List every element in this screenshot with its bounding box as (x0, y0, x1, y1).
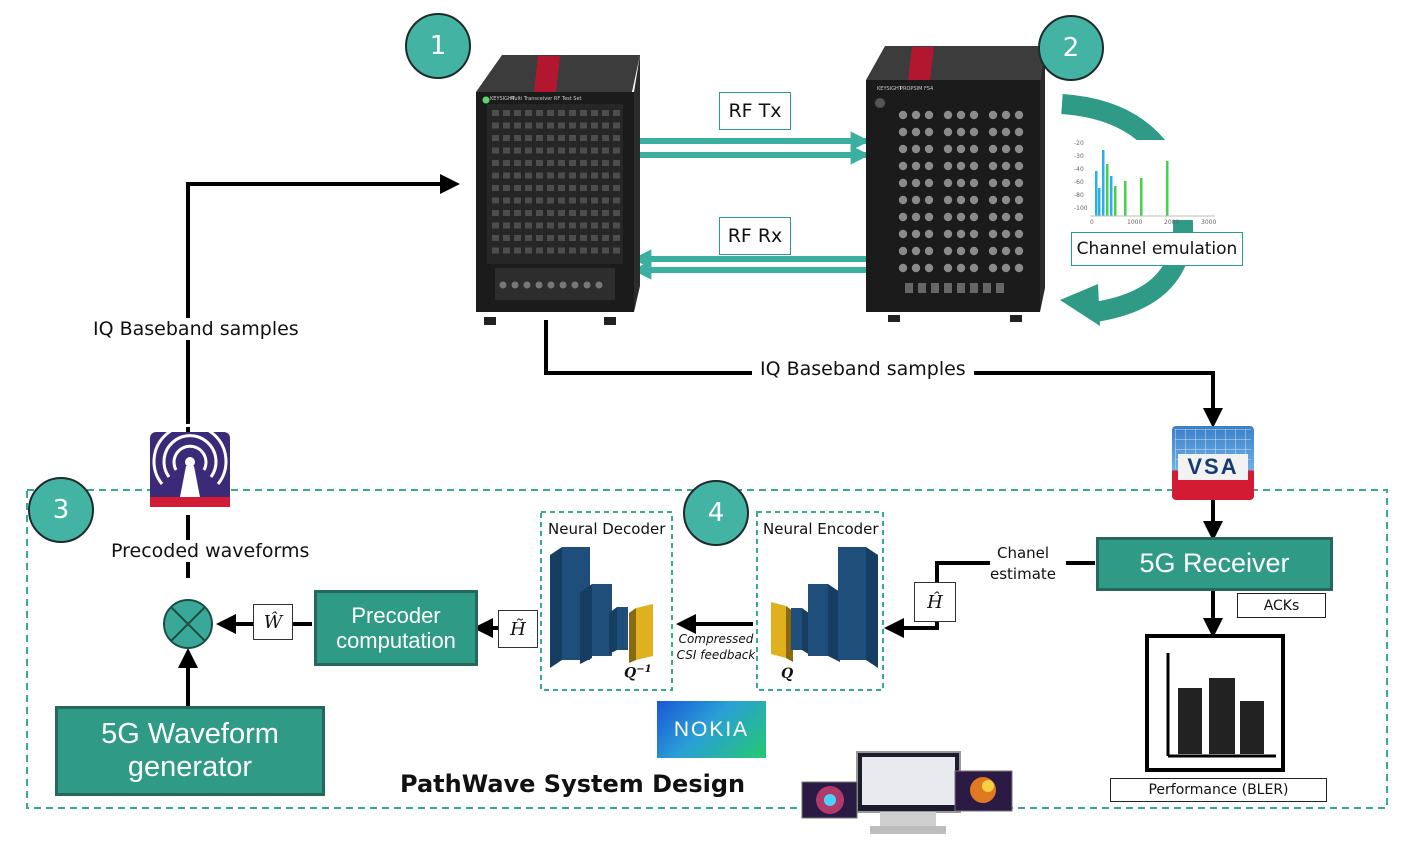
encoder-network-icon (771, 547, 878, 668)
compressed-line2: CSI feedback (676, 647, 756, 662)
iq-left-arrow (186, 174, 460, 432)
encoder-frame (756, 511, 884, 691)
q-label: Q (781, 666, 794, 682)
5g-waveform-generator-block: 5G Waveform generator (55, 706, 325, 796)
compressed-line1: Compressed (678, 632, 754, 646)
nokia-logo: NOKIA (657, 701, 766, 758)
chanel-estimate-line1: Chanel (996, 544, 1050, 562)
mini-chart-y-tick: -20 (1074, 140, 1084, 147)
mini-chart-y-tick: -100 (1074, 205, 1088, 212)
instrument-1-title: Multi Transceiver RF Test Set (510, 96, 582, 102)
precoder-computation-block: Precoder computation (314, 590, 478, 666)
mini-chart-x-tick: 1000 (1127, 219, 1143, 226)
precoder-line2: computation (336, 628, 456, 653)
rf-tx-label: RF Tx (719, 92, 791, 130)
q-inverse-exponent: −1 (636, 664, 652, 675)
iq-baseband-left-label: IQ Baseband samples (93, 318, 299, 340)
chanel-estimate-label: Chanel estimate (990, 543, 1056, 585)
precoded-waveforms-label: Precoded waveforms (111, 540, 310, 562)
emulation-chart-icon (1070, 140, 1220, 220)
emulation-arc-head (1060, 284, 1100, 326)
pathwave-software-icon (801, 751, 1013, 834)
antenna-icon (150, 423, 230, 507)
marker-1: 1 (405, 13, 471, 79)
rf-rx-label: RF Rx (719, 217, 791, 255)
combiner-icon (163, 599, 213, 649)
neural-decoder-label: Neural Decoder (548, 520, 666, 538)
marker-4: 4 (683, 480, 749, 546)
neural-encoder-label: Neural Encoder (763, 520, 879, 538)
mini-chart-y-tick: -80 (1074, 192, 1084, 199)
pathwave-title: PathWave System Design (400, 770, 746, 798)
instrument-2-icon (866, 46, 1045, 322)
mini-chart-y-tick: -40 (1074, 166, 1084, 173)
mini-chart-y-tick: -60 (1074, 179, 1084, 186)
mini-chart-x-tick: 2000 (1164, 219, 1180, 226)
q-inverse-base: Q (624, 665, 637, 682)
instrument-1-icon (476, 55, 640, 325)
marker-2: 2 (1038, 15, 1104, 81)
q-inverse-label: Q−1 (624, 664, 652, 682)
pathwave-frame (26, 489, 1388, 809)
mini-chart-y-tick: -30 (1074, 153, 1084, 160)
instrument-2-title: PROPSIM FS4 (900, 86, 934, 92)
w-hat-symbol: Ŵ (253, 604, 293, 640)
decoder-network-icon (550, 547, 653, 668)
decoder-frame (540, 511, 673, 691)
mini-chart-x-tick: 0 (1090, 219, 1094, 226)
chanel-estimate-line2: estimate (990, 565, 1057, 583)
waveform-line2: generator (127, 751, 253, 783)
mini-chart-x-tick: 3000 (1201, 219, 1217, 226)
h-tilde-symbol: H̃ (498, 610, 538, 648)
performance-chart-icon (1145, 634, 1285, 772)
5g-receiver-block: 5G Receiver (1096, 537, 1333, 591)
channel-emulation-label: Channel emulation (1071, 232, 1243, 266)
compressed-csi-label: Compressed CSI feedback (674, 632, 758, 663)
acks-label: ACKs (1237, 593, 1326, 618)
keysight-logo-1: KEYSIGHT (490, 96, 515, 102)
vsa-text: VSA (1178, 454, 1248, 480)
keysight-logo-2: KEYSIGHT (877, 86, 902, 92)
waveform-line1: 5G Waveform (101, 717, 279, 750)
precoder-line1: Precoder (351, 602, 441, 628)
iq-baseband-right-label: IQ Baseband samples (752, 358, 974, 380)
performance-label: Performance (BLER) (1110, 778, 1327, 802)
h-hat-symbol: Ĥ (914, 582, 956, 622)
emulation-arc-icon (1061, 94, 1194, 322)
vsa-logo: VSA (1172, 426, 1254, 500)
marker-3: 3 (28, 477, 94, 543)
